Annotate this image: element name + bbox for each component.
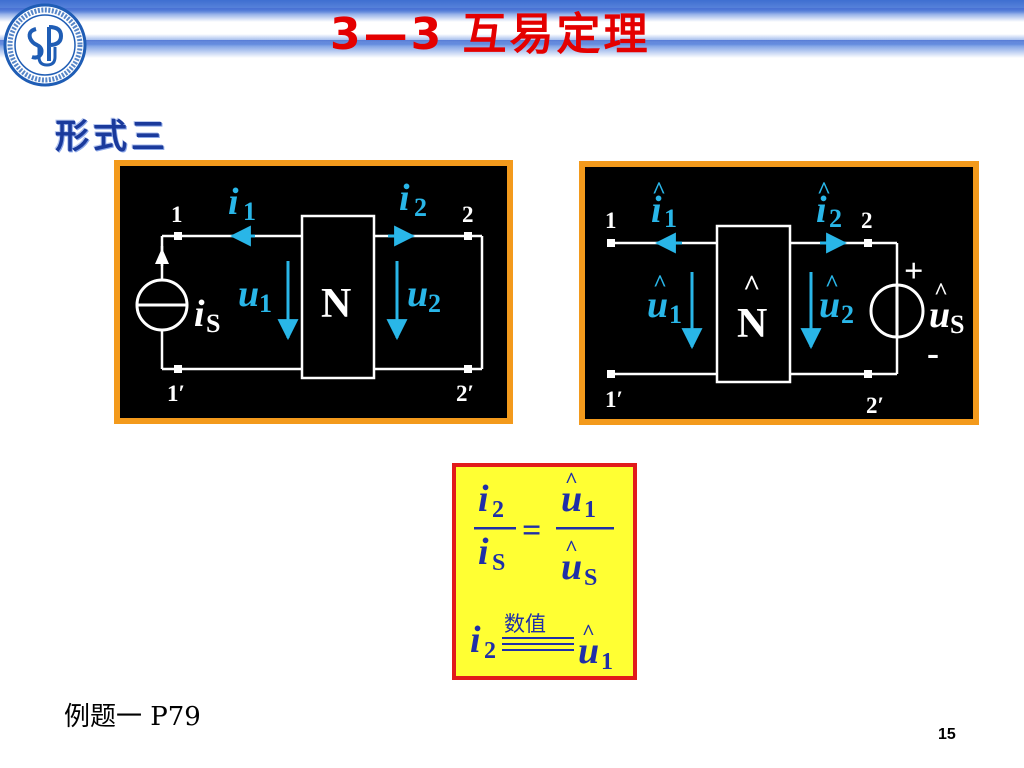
voltage-label-u2: u — [819, 284, 840, 326]
source-label-is: i — [194, 293, 205, 335]
node-label-1: 1 — [605, 208, 617, 233]
formula-num-left-sub: 2 — [492, 497, 504, 523]
formula-den-right-sub: S — [584, 565, 597, 591]
network-label: N — [737, 301, 767, 347]
formula-lhs-sub: 2 — [484, 638, 496, 664]
formula-den-left: i — [478, 531, 489, 573]
circuit-diagram-voltage-source: 1 2 1′ 2′ N ^ - + u S ^ i 1 ^ i 2 ^ u 1 … — [579, 161, 979, 425]
school-seal-logo — [3, 3, 87, 87]
formula-lhs: i — [470, 619, 481, 661]
reference-arrows — [229, 225, 416, 341]
source-label-us: u — [929, 294, 950, 336]
node-label-2-prime: 2′ — [456, 381, 474, 406]
current-label-i1-sub: 1 — [664, 204, 677, 233]
voltage-u1-hat: ^ — [653, 271, 667, 297]
voltage-u2-hat: ^ — [825, 271, 839, 297]
source-label-is-sub: S — [206, 309, 220, 338]
fraction-bar-left — [474, 527, 516, 530]
voltage-label-u1-sub: 1 — [669, 300, 682, 329]
formula-box: i 2 i S = u 1 ^ u S ^ i 2 数值 u 1 ^ — [452, 463, 637, 680]
current-i2-hat: ^ — [817, 178, 831, 204]
header-stripe — [0, 8, 1024, 14]
relation-line — [502, 643, 574, 645]
node-label-2: 2 — [861, 208, 873, 233]
formula-rhs-hat: ^ — [582, 619, 595, 644]
node-label-2-prime: 2′ — [866, 393, 884, 418]
voltage-label-u2-sub: 2 — [841, 300, 854, 329]
voltage-label-u1: u — [647, 284, 668, 326]
formula-den-right: u — [561, 546, 582, 588]
relation-line — [502, 649, 574, 651]
formula-num-right-sub: 1 — [584, 497, 596, 523]
formula-den-left-sub: S — [492, 550, 505, 576]
voltage-source-symbol — [869, 283, 925, 339]
circuit-diagram-current-source: 1 2 1′ 2′ N i 1 i 2 u 1 u 2 i S — [114, 160, 513, 424]
node-label-1-prime: 1′ — [167, 381, 185, 406]
current-i1-hat: ^ — [652, 178, 666, 204]
section-label: 形式三 — [55, 117, 169, 157]
source-plus-sign: + — [904, 253, 923, 290]
current-source-symbol — [135, 246, 189, 332]
reference-arrows — [654, 232, 848, 350]
slide-title: 3—3 互易定理 — [330, 9, 651, 60]
node-label-1-prime: 1′ — [605, 387, 623, 412]
formula-num-right-hat: ^ — [565, 467, 578, 492]
current-label-i2-sub: 2 — [414, 193, 427, 222]
source-label-us-sub: S — [950, 310, 964, 339]
formula-den-right-hat: ^ — [565, 535, 578, 560]
terminal-dots — [174, 232, 472, 373]
fraction-bar-right — [556, 527, 614, 530]
source-minus-sign: - — [927, 333, 939, 373]
voltage-label-u1-sub: 1 — [259, 289, 272, 318]
formula-num-right: u — [561, 478, 582, 520]
header-stripe — [0, 40, 1024, 46]
page-number: 15 — [938, 726, 956, 743]
source-hat: ^ — [934, 279, 948, 305]
header-band — [0, 0, 1024, 62]
example-reference: 例题一 P79 — [64, 702, 201, 732]
relation-line — [502, 637, 574, 639]
formula-rhs: u — [578, 630, 599, 672]
network-hat: ^ — [743, 269, 760, 302]
voltage-label-u1: u — [238, 273, 259, 315]
current-label-i1: i — [651, 189, 662, 231]
formula-rhs-sub: 1 — [601, 649, 613, 675]
formula-equals: = — [522, 512, 541, 549]
voltage-label-u2-sub: 2 — [428, 289, 441, 318]
terminal-dots — [607, 239, 872, 378]
current-label-i2: i — [816, 189, 827, 231]
node-label-1: 1 — [171, 202, 183, 227]
current-label-i2-sub: 2 — [829, 204, 842, 233]
current-label-i1-sub: 1 — [243, 197, 256, 226]
formula-num-left: i — [478, 478, 489, 520]
relation-label: 数值 — [504, 612, 546, 636]
network-label: N — [321, 281, 351, 327]
current-label-i1: i — [228, 181, 239, 223]
node-label-2: 2 — [462, 202, 474, 227]
voltage-label-u2: u — [407, 273, 428, 315]
current-label-i2: i — [399, 177, 410, 219]
